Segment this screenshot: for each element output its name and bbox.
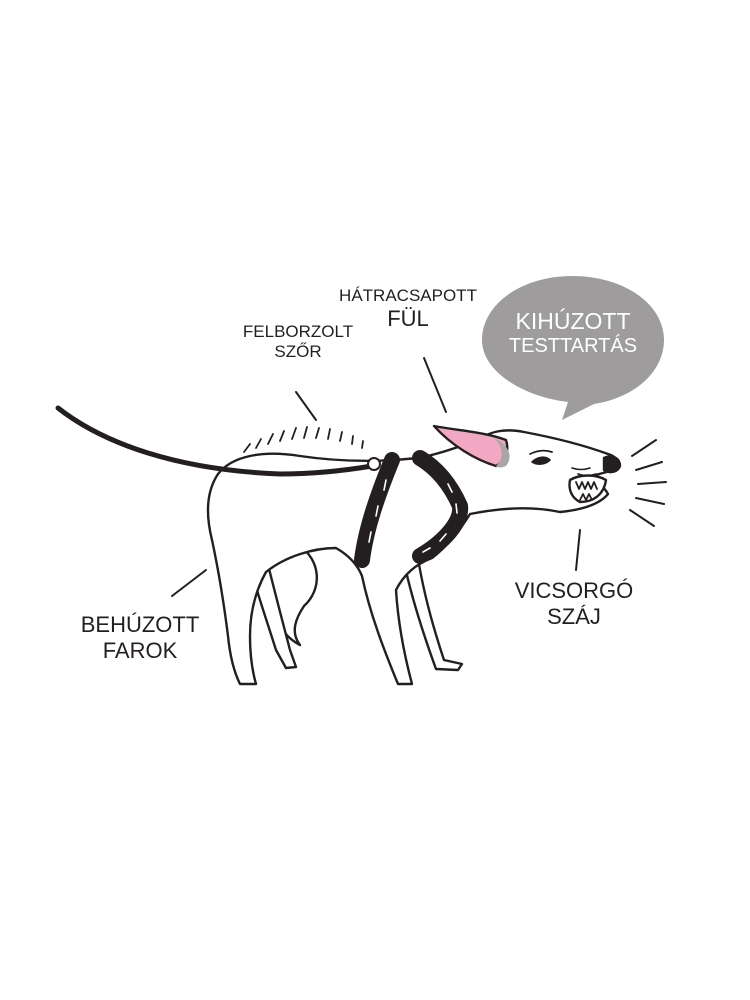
nose: [602, 455, 622, 474]
label-ears-back: HÁTRACSAPOTT FÜL: [318, 286, 498, 332]
bubble-text-line2: TESTTARTÁS: [508, 335, 638, 358]
harness-stitching: [368, 479, 458, 553]
eye: [531, 456, 551, 465]
label-tucked-tail-line1: BEHÚZOTT: [80, 612, 200, 637]
brow: [529, 449, 553, 455]
label-raised-fur-line1: FELBORZOLT: [242, 322, 354, 341]
pointer-tail: [171, 569, 207, 597]
muzzle-wrinkles: [571, 467, 597, 477]
speech-bubble: [482, 276, 664, 420]
ear-shadow: [494, 438, 510, 468]
pointer-fur: [295, 391, 317, 421]
harness: [354, 450, 469, 568]
far-front-leg: [402, 556, 464, 672]
raised-fur: [243, 426, 364, 453]
leash: [55, 405, 375, 477]
label-snarling-mouth-line2: SZÁJ: [547, 603, 601, 629]
label-ears-back-line2: FÜL: [387, 306, 429, 332]
label-tucked-tail: BEHÚZOTT FAROK: [64, 612, 216, 664]
label-tucked-tail-line2: FAROK: [102, 637, 178, 663]
teeth: [575, 481, 598, 501]
label-snarling-mouth-line1: VICSORGÓ: [514, 578, 634, 603]
bubble-text: KIHÚZOTT TESTTARTÁS: [488, 308, 658, 359]
label-snarling-mouth: VICSORGÓ SZÁJ: [506, 578, 642, 630]
label-raised-fur: FELBORZOLT SZŐR: [228, 322, 368, 362]
label-raised-fur-line2: SZŐR: [274, 342, 322, 362]
snarl-lines: [629, 439, 667, 527]
leash-clip: [367, 457, 381, 471]
pointer-ear: [423, 357, 447, 413]
bubble-text-line1: KIHÚZOTT: [515, 308, 631, 334]
label-ears-back-line1: HÁTRACSAPOTT: [339, 286, 477, 305]
pointer-mouth: [575, 529, 581, 571]
